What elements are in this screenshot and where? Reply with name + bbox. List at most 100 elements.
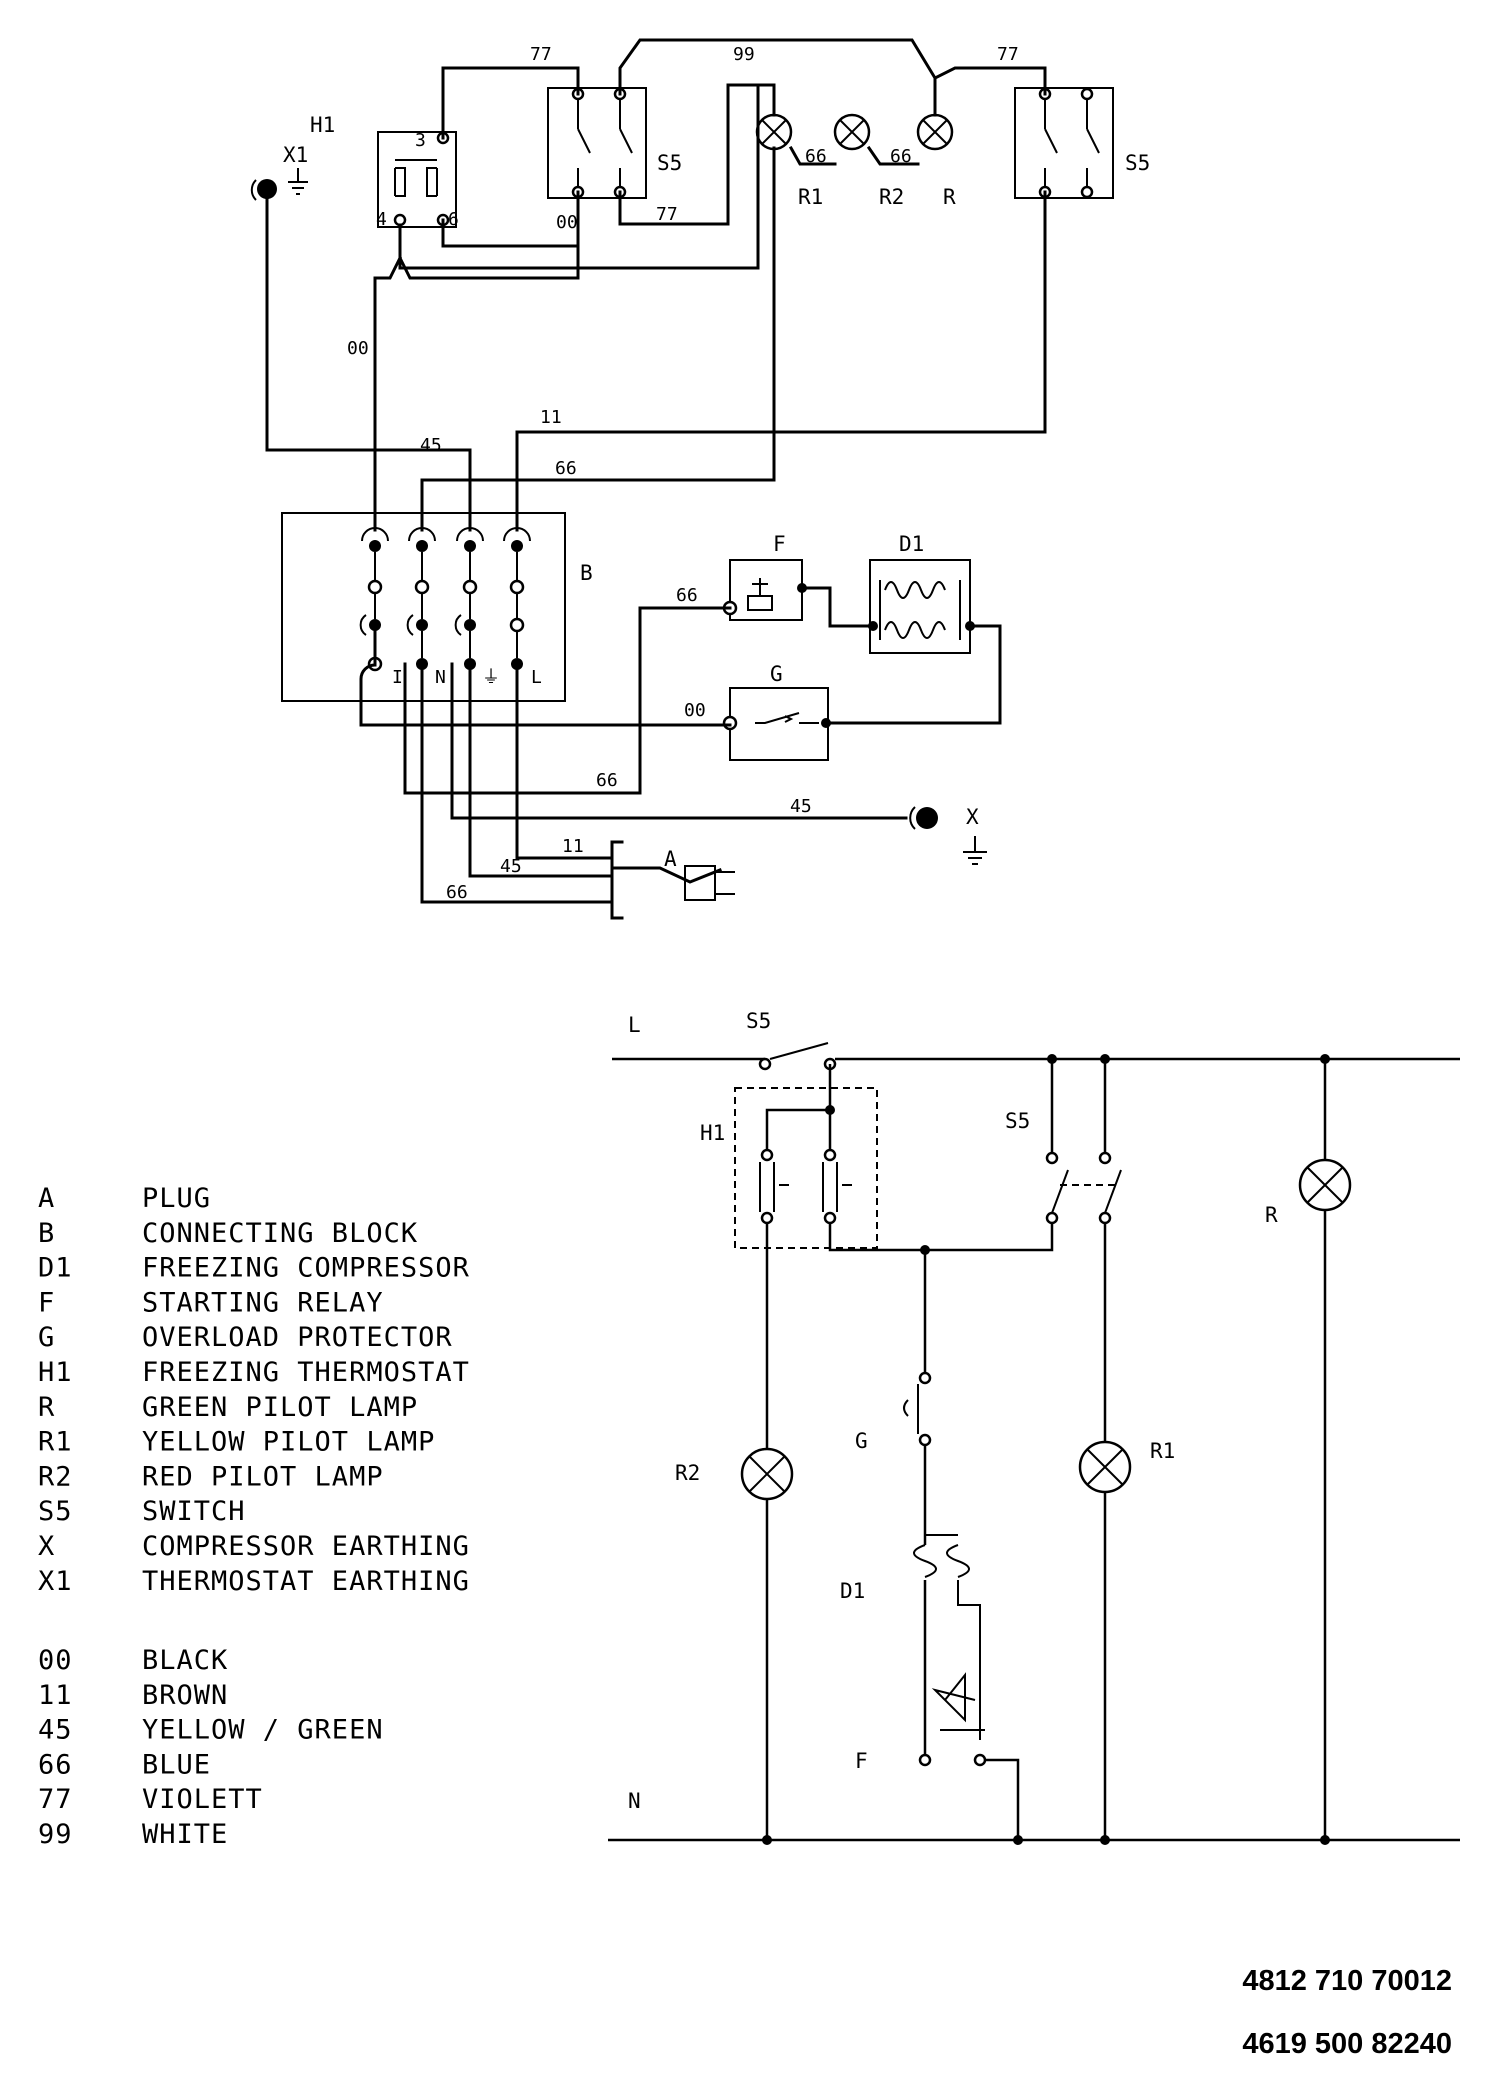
r-label: R <box>1265 1203 1278 1227</box>
wire-45-plug <box>468 662 614 878</box>
component-description: THERMOSTAT EARTHING <box>142 1566 470 1597</box>
component-description: SWITCH <box>142 1496 246 1527</box>
pilot-lamps-top: R1 R2 R <box>755 113 956 209</box>
wire-label: 99 <box>733 44 755 65</box>
component-legend-row: B CONNECTING BLOCK <box>38 1218 418 1249</box>
part-numbers: 4812 710 70012 4619 500 82240 <box>1242 1965 1452 2060</box>
wire-color-description: BLACK <box>142 1645 228 1676</box>
component-code: H1 <box>38 1357 73 1388</box>
wire-label: 11 <box>540 407 562 428</box>
wire-45-earth <box>265 198 472 532</box>
wire-color-description: YELLOW / GREEN <box>142 1715 384 1746</box>
component-code: B <box>38 1218 55 1249</box>
a-plug-label: A <box>664 847 677 871</box>
wire-label: 66 <box>555 458 577 479</box>
wire-color-description: BROWN <box>142 1680 228 1711</box>
r1-lamp-label: R1 <box>798 185 823 209</box>
wire-label: 77 <box>530 44 552 65</box>
wire-99 <box>618 38 937 117</box>
wire-color-code: 77 <box>38 1784 73 1815</box>
wire-11-plug <box>515 662 614 860</box>
thermostat-h1: 3 4 6 H1 <box>310 113 459 230</box>
g-schematic-label: G <box>855 1429 868 1453</box>
wire-h1-s5-join <box>828 1222 1054 1252</box>
wire-45-compressor-earth <box>450 662 908 820</box>
earth-x1: X1 <box>250 143 308 201</box>
wire-color-description: VIOLETT <box>142 1784 263 1815</box>
component-description: YELLOW PILOT LAMP <box>142 1427 435 1458</box>
component-legend-row: H1 FREEZING THERMOSTAT <box>38 1357 470 1388</box>
block-terminal-column-4 <box>509 540 525 670</box>
component-legend-row: G OVERLOAD PROTECTOR <box>38 1322 453 1353</box>
wire-label: 66 <box>446 882 468 903</box>
x-earth-label: X <box>966 805 979 829</box>
component-legend-row: X1 THERMOSTAT EARTHING <box>38 1566 470 1597</box>
f-schematic-label: F <box>855 1749 868 1773</box>
wire-label: 45 <box>790 796 812 817</box>
wire-color-code: 00 <box>38 1645 73 1676</box>
wire-77-top-right <box>933 66 1047 117</box>
component-description: COMPRESSOR EARTHING <box>142 1531 470 1562</box>
r2-label: R2 <box>675 1461 700 1485</box>
terminal-i-label: I <box>392 667 403 688</box>
switch-s5-right: S5 <box>1014 87 1150 199</box>
wire-compressor-overload <box>824 624 1002 725</box>
compressor-earth-x: X <box>909 805 987 865</box>
component-description: CONNECTING BLOCK <box>142 1218 418 1249</box>
wire-77-lower <box>618 83 760 226</box>
component-code: X1 <box>38 1566 73 1597</box>
s5-top-label: S5 <box>746 1009 771 1033</box>
part-number-1: 4812 710 70012 <box>1242 1965 1452 1997</box>
wire-00-overload <box>359 623 732 727</box>
component-description: RED PILOT LAMP <box>142 1461 384 1492</box>
component-code: R1 <box>38 1427 73 1458</box>
wire-h1-6 <box>441 218 580 248</box>
lamp-r: R <box>1265 1158 1352 1227</box>
wire-color-description: WHITE <box>142 1819 228 1850</box>
block-terminal-column-2 <box>414 540 430 670</box>
component-description: PLUG <box>142 1183 211 1214</box>
block-terminal-column-3 <box>462 540 478 670</box>
main-switch-s5: S5 <box>746 1009 837 1071</box>
l-line-label: L <box>628 1013 641 1037</box>
component-code: D1 <box>38 1253 73 1284</box>
f-relay-label: F <box>773 532 786 556</box>
wire-color-legend-row: 77 VIOLETT <box>38 1784 263 1815</box>
terminal-l-label: L <box>531 667 542 688</box>
component-description: FREEZING COMPRESSOR <box>142 1253 470 1284</box>
r-lamp-label: R <box>943 185 956 209</box>
component-code: G <box>38 1322 55 1353</box>
starting-relay-f: F <box>722 532 807 621</box>
wire-label: 00 <box>347 338 369 359</box>
component-code: R2 <box>38 1461 73 1492</box>
g-overload-label: G <box>770 662 783 686</box>
wire-color-code: 66 <box>38 1749 73 1780</box>
component-description: STARTING RELAY <box>142 1287 384 1318</box>
component-code: R <box>38 1392 55 1423</box>
h1-pin-6: 6 <box>448 209 459 230</box>
wire-66-plug <box>420 662 614 904</box>
wire-label: 11 <box>562 836 584 857</box>
part-number-2: 4619 500 82240 <box>1242 2028 1452 2060</box>
wire-66-relay <box>403 606 732 795</box>
wire-66-lamps <box>788 145 920 166</box>
switch-s5-left: S5 <box>547 87 682 199</box>
r2-lamp-label: R2 <box>879 185 904 209</box>
wire-label: 00 <box>556 212 578 233</box>
branch-compressor: G D1 F <box>840 1250 1023 1845</box>
s5-right-label: S5 <box>1125 151 1150 175</box>
wire-label: 45 <box>500 856 522 877</box>
wiring-diagram: 3 4 6 H1 X1 S5 S5 <box>250 38 1150 920</box>
s5-mid-label: S5 <box>1005 1109 1030 1133</box>
wire-label: 66 <box>596 770 618 791</box>
n-bus-junctions <box>762 1835 1330 1845</box>
component-description: FREEZING THERMOSTAT <box>142 1357 470 1388</box>
component-description: OVERLOAD PROTECTOR <box>142 1322 453 1353</box>
